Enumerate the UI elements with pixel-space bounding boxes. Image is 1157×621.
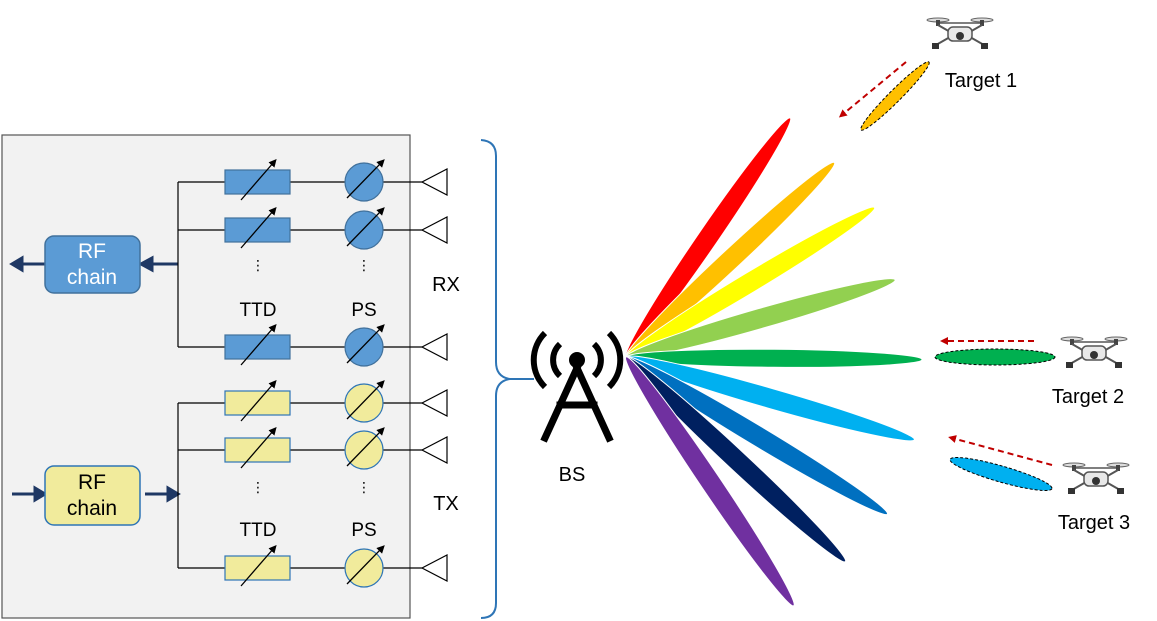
rx-ps-ellipsis: ⋮: [357, 257, 371, 273]
target-2-echo: [934, 348, 1056, 366]
antenna-icon: [420, 216, 448, 244]
tx-antenna-row: [178, 426, 448, 470]
tx-ttd-block: [224, 379, 291, 422]
rx-ttd-block: [224, 158, 291, 201]
tx-antenna-row: [178, 379, 448, 423]
tx-section: RF chain ⋮ ⋮ TTD PS: [12, 379, 448, 588]
antenna-icon: [420, 554, 448, 582]
rx-section: RF chain ⋮ ⋮ TTD PS: [9, 158, 448, 367]
target-1-echo: [860, 61, 930, 131]
target-1: Target 1: [838, 17, 1017, 131]
tx-ttd-block: [224, 544, 291, 587]
rx-ttd-block: [224, 206, 291, 249]
array-brace: [480, 139, 534, 619]
rx-antenna-row: [178, 323, 448, 367]
target-2-label: Target 2: [1052, 386, 1124, 408]
transceiver-panel: [1, 134, 411, 619]
target-2: Target 2: [934, 336, 1128, 408]
rx-ttd-block: [224, 323, 291, 366]
target-1-return-arrow: [838, 61, 907, 118]
tx-rf-label-line2: chain: [67, 497, 117, 520]
tx-ps-block: [344, 545, 385, 588]
antenna-icon: [420, 389, 448, 417]
tx-ps-block: [344, 380, 385, 423]
tx-side-label: TX: [433, 493, 459, 515]
rx-rf-chain-box: RF chain: [44, 235, 141, 294]
antenna-icon: [420, 436, 448, 464]
rx-ttd-label: TTD: [240, 300, 277, 321]
rx-ps-block: [344, 159, 385, 202]
beam-fan: [625, 117, 923, 607]
rx-output-arrow: [9, 255, 45, 273]
target-1-label: Target 1: [945, 70, 1017, 92]
beam-7: [625, 356, 889, 516]
tx-ps-label: PS: [351, 520, 376, 541]
antenna-icon: [420, 333, 448, 361]
tx-ps-block: [344, 427, 385, 470]
drone-icon: [1060, 336, 1128, 369]
rx-antenna-row: [178, 158, 448, 202]
antenna-icon: [420, 168, 448, 196]
tx-rf-label-line1: RF: [78, 471, 106, 494]
drone-icon: [1062, 462, 1130, 495]
tower-antenna-icon: [530, 330, 624, 443]
rx-input-arrow: [137, 255, 178, 273]
tx-antenna-row: [178, 544, 448, 588]
rx-ttd-ellipsis: ⋮: [251, 257, 265, 273]
tx-ttd-ellipsis: ⋮: [251, 479, 265, 495]
target-3-return-arrow: [948, 435, 1053, 466]
tx-ttd-block: [224, 426, 291, 469]
beam-9: [625, 356, 795, 607]
rx-rf-label-line2: chain: [67, 266, 117, 289]
bs-label: BS: [559, 464, 586, 486]
rx-side-label: RX: [432, 274, 460, 296]
tx-ttd-label: TTD: [240, 520, 277, 541]
drone-icon: [926, 17, 994, 50]
rx-rf-label-line1: RF: [78, 240, 106, 263]
rx-ps-block: [344, 324, 385, 367]
rx-antenna-row: [178, 206, 448, 250]
target-3-label: Target 3: [1058, 512, 1130, 534]
target-3-echo: [949, 456, 1053, 492]
target-3: Target 3: [948, 435, 1130, 534]
tx-ps-ellipsis: ⋮: [357, 479, 371, 495]
tx-rf-chain-box: RF chain: [44, 465, 141, 526]
rx-ps-label: PS: [351, 300, 376, 321]
rx-ps-block: [344, 207, 385, 250]
